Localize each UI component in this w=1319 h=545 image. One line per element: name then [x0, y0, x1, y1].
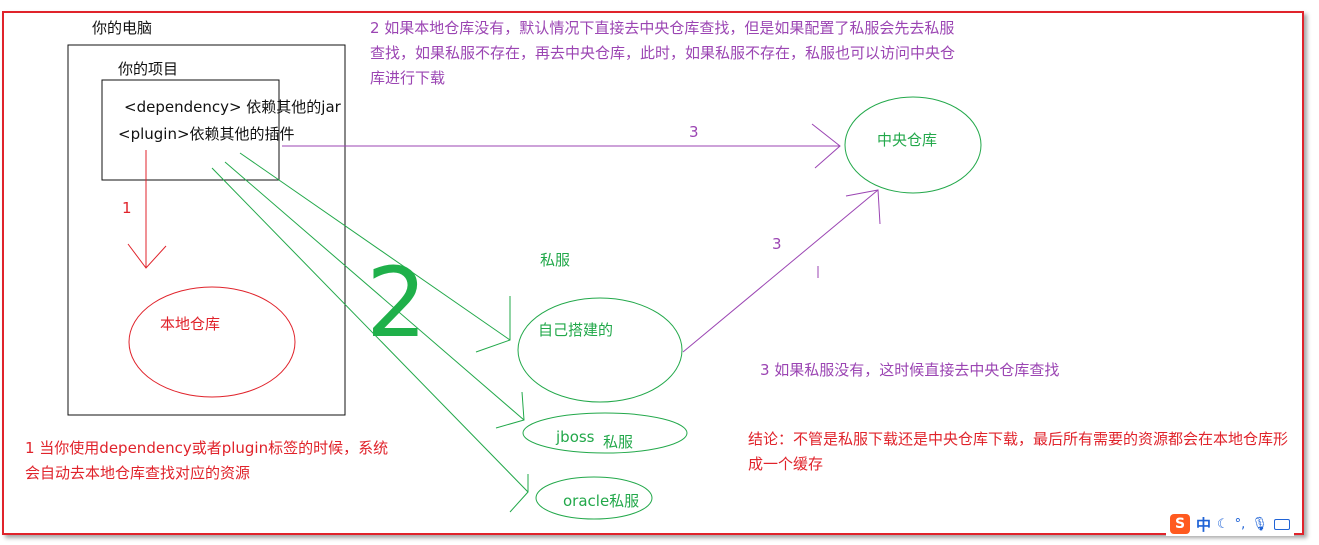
note-conclusion: 结论：不管是私服下载还是中央仓库下载，最后所有需要的资源都会在本地仓库形成一个缓…	[748, 430, 1289, 473]
dependency-label: <dependency> 依赖其他的jar	[124, 98, 341, 116]
ime-toolbar[interactable]: S 中 ☾ °, 🎙	[1166, 512, 1294, 536]
step3-mid-number: 3	[772, 235, 782, 253]
arrow-step3-top-head	[811, 123, 841, 169]
local-repo-ellipse	[128, 286, 296, 398]
computer-label: 你的电脑	[92, 19, 153, 37]
jboss-label: jboss	[556, 428, 595, 446]
computer-box	[67, 44, 346, 416]
step1-number: 1	[122, 199, 132, 217]
sogou-logo-icon[interactable]: S	[1170, 514, 1190, 534]
step3-top-number: 3	[689, 123, 699, 141]
project-label: 你的项目	[118, 60, 179, 78]
project-box	[101, 79, 280, 181]
punctuation-icon[interactable]: °,	[1234, 516, 1246, 532]
arrow-to-self-built-head	[475, 296, 511, 353]
arrow-step3-mid	[682, 189, 879, 353]
central-repo-ellipse	[844, 96, 982, 194]
moon-icon[interactable]: ☾	[1217, 516, 1229, 532]
oracle-ellipse	[535, 476, 653, 520]
central-repo-label: 中央仓库	[877, 131, 938, 149]
note-step2: 2 如果本地仓库没有，默认情况下直接去中央仓库查找，但是如果配置了私服会先去私服…	[370, 19, 956, 87]
jboss-private-label: 私服	[603, 433, 634, 451]
jboss-ellipse	[522, 412, 688, 454]
note-step1: 1 当你使用dependency或者plugin标签的时候，系统会自动去本地仓库…	[25, 439, 389, 482]
arrow-to-jboss-head	[495, 391, 525, 429]
big-number-2: 2	[366, 247, 428, 359]
canvas-frame	[2, 11, 1304, 535]
oracle-private-label: oracle私服	[563, 492, 640, 510]
self-built-ellipse	[517, 297, 683, 403]
arrow-step1-head	[127, 243, 167, 269]
note-step3: 3 如果私服没有，这时候直接去中央仓库查找	[760, 361, 1060, 379]
arrow-to-oracle-head	[509, 474, 529, 513]
mic-icon[interactable]: 🎙	[1251, 516, 1268, 532]
keyboard-icon[interactable]	[1273, 518, 1290, 530]
ime-language-toggle[interactable]: 中	[1196, 515, 1212, 534]
plugin-label: <plugin>依赖其他的插件	[118, 125, 295, 143]
local-repo-label: 本地仓库	[160, 315, 221, 333]
arrow-to-oracle	[211, 167, 529, 493]
self-built-label: 自己搭建的	[538, 321, 614, 339]
arrow-step3-mid-head	[845, 189, 881, 225]
private-server-label: 私服	[540, 251, 571, 269]
arrow-to-jboss	[224, 161, 525, 421]
arrow-to-self-built	[239, 152, 511, 341]
